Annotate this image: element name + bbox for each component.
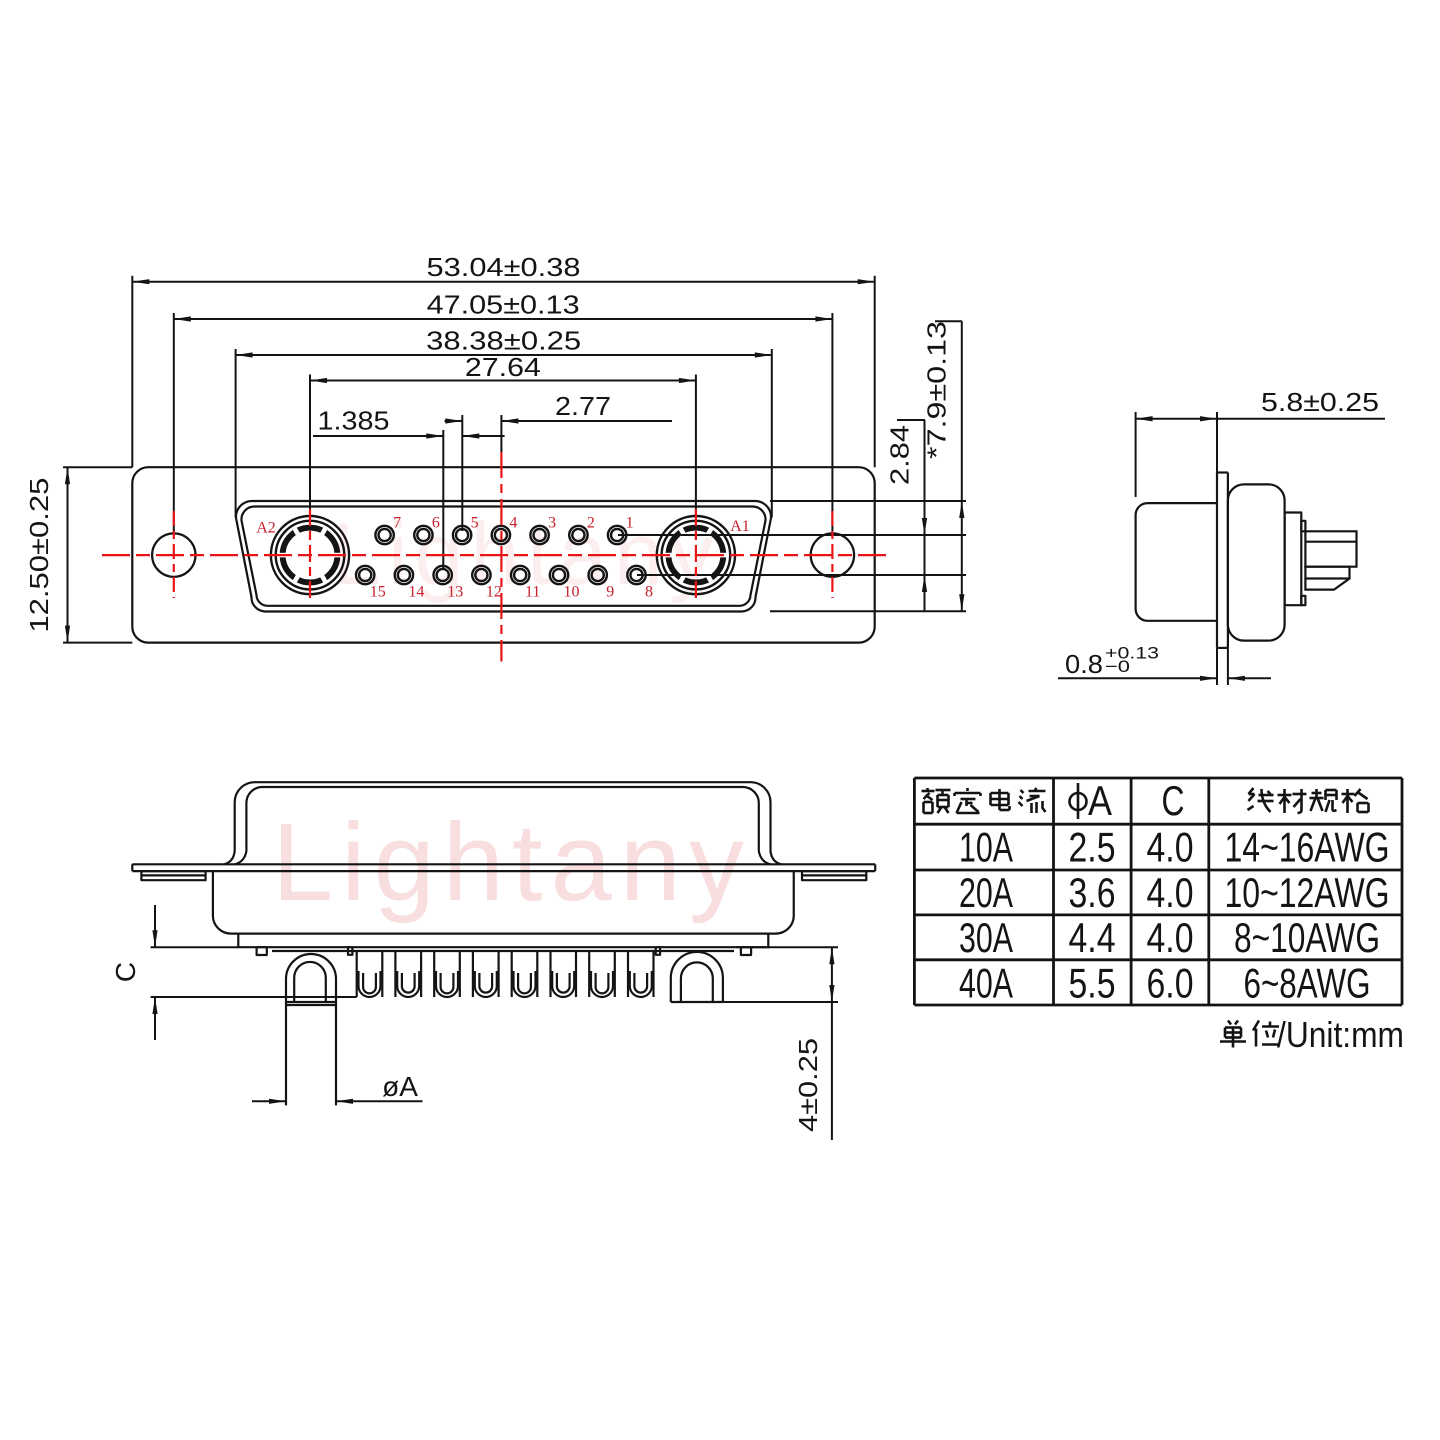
svg-text:6~8AWG: 6~8AWG: [1244, 960, 1371, 1007]
svg-text:A2: A2: [256, 520, 276, 537]
svg-text:40A: 40A: [959, 960, 1013, 1007]
svg-text:53.04±0.38: 53.04±0.38: [427, 252, 581, 282]
svg-text:8~10AWG: 8~10AWG: [1234, 914, 1380, 961]
svg-text:10: 10: [564, 584, 580, 601]
svg-text:4.4: 4.4: [1069, 914, 1116, 961]
svg-text:47.05±0.13: 47.05±0.13: [427, 289, 580, 319]
svg-text:3: 3: [548, 515, 556, 532]
svg-text:Lightany: Lightany: [332, 504, 721, 603]
svg-text:9: 9: [606, 584, 614, 601]
svg-text:*7.9±0.13: *7.9±0.13: [922, 321, 952, 459]
svg-text:5.5: 5.5: [1069, 960, 1116, 1007]
svg-text:38.38±0.25: 38.38±0.25: [426, 326, 581, 356]
svg-text:5: 5: [471, 515, 479, 532]
svg-text:−0: −0: [1105, 657, 1130, 676]
svg-text:C: C: [1162, 777, 1185, 824]
svg-text:14~16AWG: 14~16AWG: [1225, 824, 1390, 871]
svg-text:27.64: 27.64: [465, 352, 541, 382]
svg-text:14: 14: [408, 584, 424, 601]
svg-text:4.0: 4.0: [1147, 824, 1194, 871]
svg-text:4: 4: [509, 515, 517, 532]
svg-text:13: 13: [447, 584, 463, 601]
svg-text:7: 7: [393, 515, 401, 532]
svg-text:6: 6: [432, 515, 440, 532]
svg-text:4.0: 4.0: [1147, 914, 1194, 961]
svg-text:A1: A1: [730, 518, 750, 535]
svg-text:5.8±0.25: 5.8±0.25: [1261, 387, 1379, 417]
svg-text:30A: 30A: [959, 914, 1013, 961]
svg-text:øA: øA: [382, 1071, 418, 1102]
svg-text:8: 8: [645, 584, 653, 601]
svg-text:+0.13: +0.13: [1105, 644, 1159, 663]
svg-text:6.0: 6.0: [1147, 960, 1194, 1007]
svg-text:12.50±0.25: 12.50±0.25: [24, 478, 54, 633]
svg-text:2.77: 2.77: [555, 391, 611, 421]
svg-text:/Unit:mm: /Unit:mm: [1277, 1014, 1404, 1055]
svg-text:10~12AWG: 10~12AWG: [1225, 869, 1390, 916]
svg-text:4±0.25: 4±0.25: [793, 1038, 823, 1132]
svg-text:1: 1: [626, 515, 634, 532]
svg-text:4.0: 4.0: [1147, 869, 1194, 916]
svg-text:3.6: 3.6: [1069, 869, 1116, 916]
svg-text:15: 15: [370, 584, 386, 601]
svg-text:10A: 10A: [959, 824, 1013, 871]
svg-text:2: 2: [587, 515, 595, 532]
svg-text:A: A: [1088, 777, 1112, 824]
svg-text:11: 11: [525, 584, 540, 601]
svg-text:2.5: 2.5: [1069, 824, 1116, 871]
svg-text:12: 12: [486, 584, 502, 601]
svg-text:20A: 20A: [959, 869, 1013, 916]
svg-text:C: C: [110, 962, 141, 982]
svg-text:0.8: 0.8: [1065, 649, 1103, 679]
svg-text:2.84: 2.84: [885, 425, 915, 485]
svg-text:1.385: 1.385: [318, 406, 390, 436]
svg-text:Lightany: Lightany: [272, 801, 752, 924]
